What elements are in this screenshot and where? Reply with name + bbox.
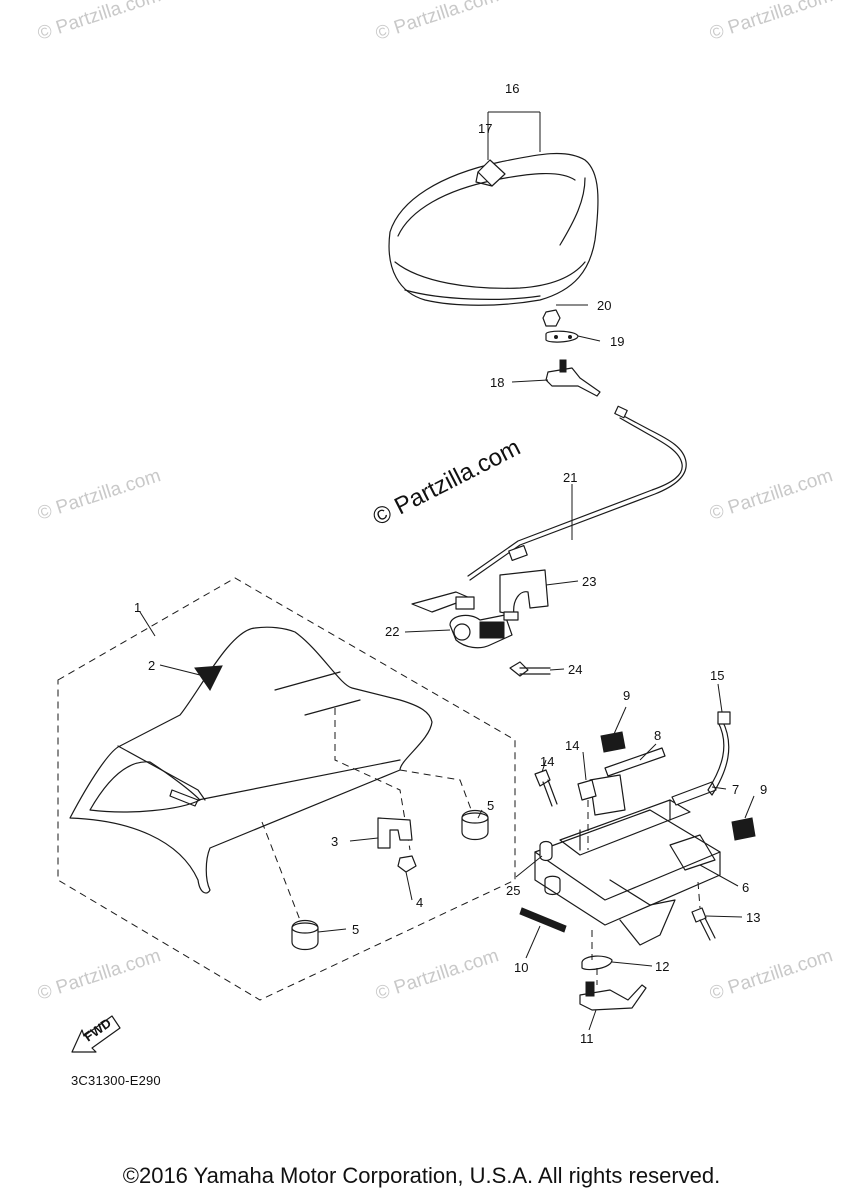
watermark: © Partzilla.com [373,945,501,1005]
callout-4: 4 [416,895,423,910]
strap-part-15 [707,711,731,796]
callout-2: 2 [148,658,155,673]
callout-3: 3 [331,834,338,849]
callout-7: 7 [732,782,739,797]
plate-part-7 [671,781,717,806]
callout-12: 12 [655,959,669,974]
leader-lines [139,304,755,1031]
bracket-part-23 [499,569,549,616]
seat-lock-part-22 [411,591,519,649]
callout-labels: 16 17 20 19 18 21 23 22 24 1 2 3 4 5 5 9… [134,81,767,1046]
watermark: © Partzilla.com [373,0,501,45]
bolt-part-14-upper [534,769,558,807]
seat-cowl-part [388,152,599,306]
hook-part-11 [579,981,647,1011]
callout-10: 10 [514,960,528,975]
watermark: © Partzilla.com [707,945,835,1005]
diagram-code: 3C31300-E290 [71,1073,161,1088]
callout-22: 22 [385,624,399,639]
nut-part-4 [397,855,417,873]
callout-19: 19 [610,334,624,349]
cable-part-21 [467,405,687,581]
callout-11: 11 [580,1031,594,1046]
watermark: © Partzilla.com [707,465,835,525]
callout-14-upper: 14 [540,754,554,769]
watermark-prominent: © Partzilla.com [368,434,524,531]
cushion-part-9-lower [731,817,756,841]
callout-15: 15 [710,668,724,683]
hook-part-18 [545,367,601,397]
damper-part-25 [539,840,553,862]
callout-20: 20 [597,298,611,313]
strip-part-10 [519,907,567,933]
collar-part-13 [577,779,597,801]
callout-1: 1 [134,600,141,615]
forward-direction-arrow: FWD [71,1015,121,1053]
callout-8: 8 [654,728,661,743]
cushion-part-9-upper [600,731,626,753]
callout-21: 21 [563,470,577,485]
callout-23: 23 [582,574,596,589]
callout-14-lower: 13 [746,910,760,925]
callout-18: 18 [490,375,504,390]
watermark: © Partzilla.com [35,465,163,525]
seat-frame-part-6 [534,774,721,946]
bolt-part-14-lower [691,907,716,941]
callout-17: 17 [478,121,492,136]
plate-part-12 [581,955,613,971]
rider-seat-part [69,626,433,894]
damper-part-5-upper [461,809,489,841]
callout-16: 16 [505,81,519,96]
bolt-part-24 [509,661,551,677]
bracket-part-3 [377,817,413,849]
frame-guide-lines [587,800,701,985]
watermark: © Partzilla.com [707,0,835,45]
callout-25: 25 [506,883,520,898]
callout-6: 6 [742,880,749,895]
plate-part-8 [604,747,666,777]
callout-16-bracket [487,111,541,160]
seat-assembly-box-part-1 [57,577,516,1001]
assembly-guide-lines [261,708,473,921]
plate-part-19 [545,330,579,343]
callout-9-upper: 9 [623,688,630,703]
callout-5-lower: 5 [352,922,359,937]
copyright-notice: ©2016 Yamaha Motor Corporation, U.S.A. A… [122,1163,721,1188]
callout-5-upper: 5 [487,798,494,813]
callout-13: 14 [565,738,579,753]
watermark: © Partzilla.com [35,0,163,45]
callout-9-lower: 9 [760,782,767,797]
damper-part-5-lower [291,919,319,951]
nut-part-20 [542,309,561,327]
callout-24: 24 [568,662,582,677]
watermark: © Partzilla.com [35,945,163,1005]
seat-hook-parts [542,309,601,397]
